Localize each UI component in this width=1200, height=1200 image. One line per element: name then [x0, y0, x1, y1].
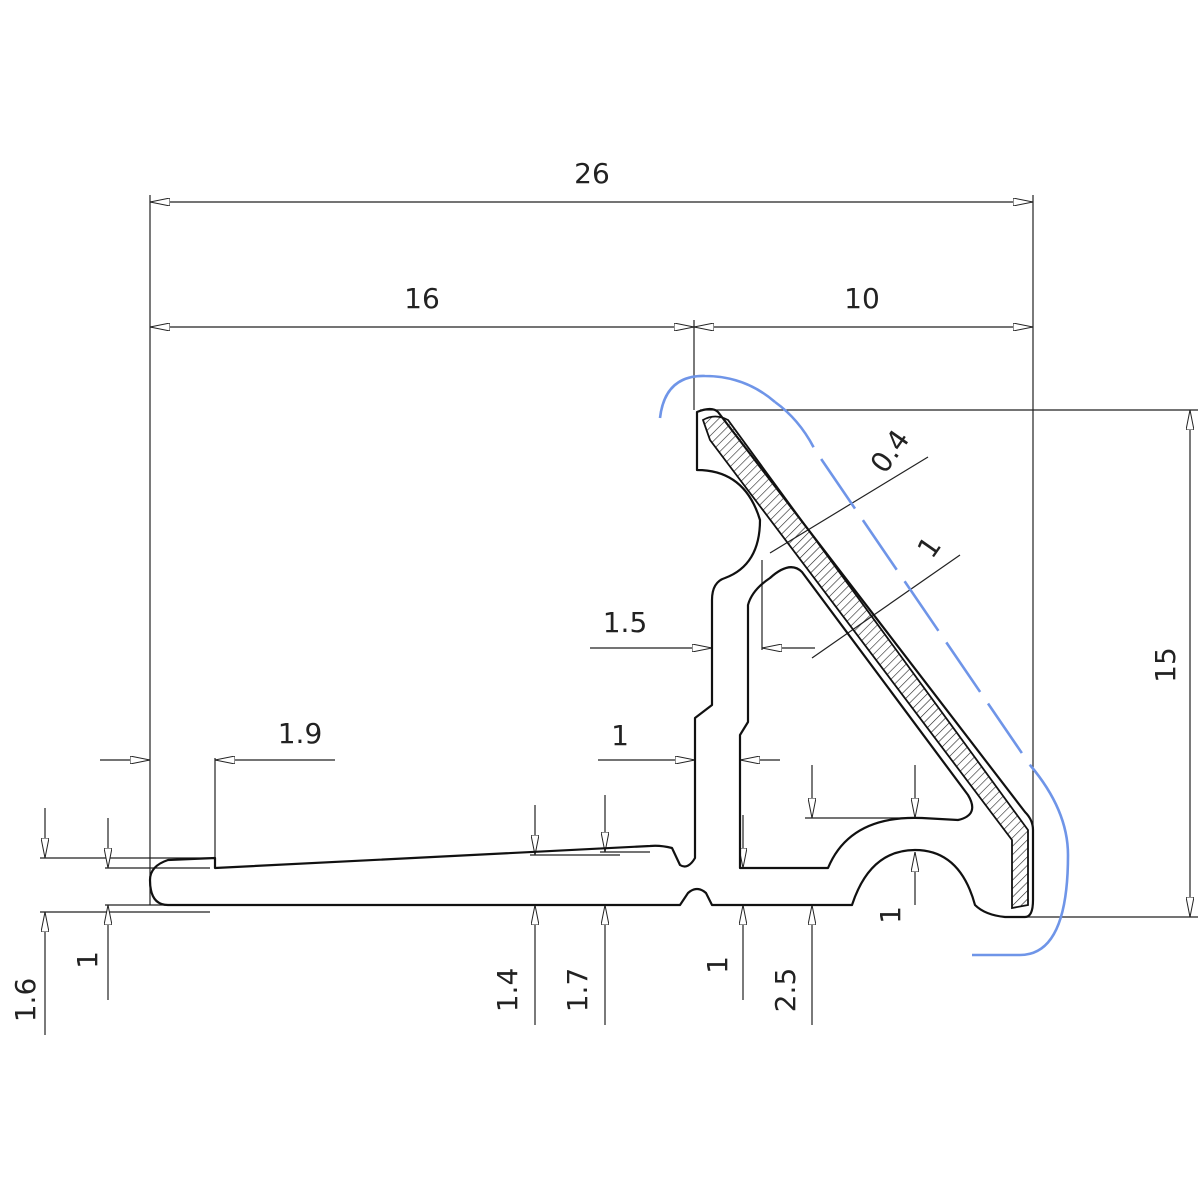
label-right-width: 10: [844, 282, 880, 315]
label-tip-length: 1.9: [278, 717, 323, 750]
label-tip-inner: 1: [71, 951, 104, 969]
label-base-1: 1: [701, 956, 734, 974]
label-total-width: 26: [574, 157, 610, 190]
label-wall-1: 1: [611, 719, 629, 752]
aluminium-profile: [148, 407, 1035, 919]
label-base-1-4: 1.4: [491, 968, 524, 1013]
label-tip-height: 1.6: [9, 978, 42, 1023]
dimension-labels: 26 16 10 0.4 1 1.5 1.9 1 15 1.6 1 1.4 1.…: [9, 157, 1182, 1022]
label-diag-wall: 1: [911, 530, 948, 564]
cover-outline: [658, 374, 1070, 957]
label-base-2-5: 2.5: [769, 968, 802, 1013]
extension-lines: [40, 195, 1198, 918]
dimension-lines: [45, 202, 1190, 1035]
label-base-1-7: 1.7: [561, 968, 594, 1013]
label-cover-thickness: 0.4: [864, 424, 917, 479]
label-height: 15: [1149, 647, 1182, 683]
label-rail-1: 1: [874, 906, 907, 924]
label-left-width: 16: [404, 282, 440, 315]
label-wall-1-5: 1.5: [603, 606, 648, 639]
